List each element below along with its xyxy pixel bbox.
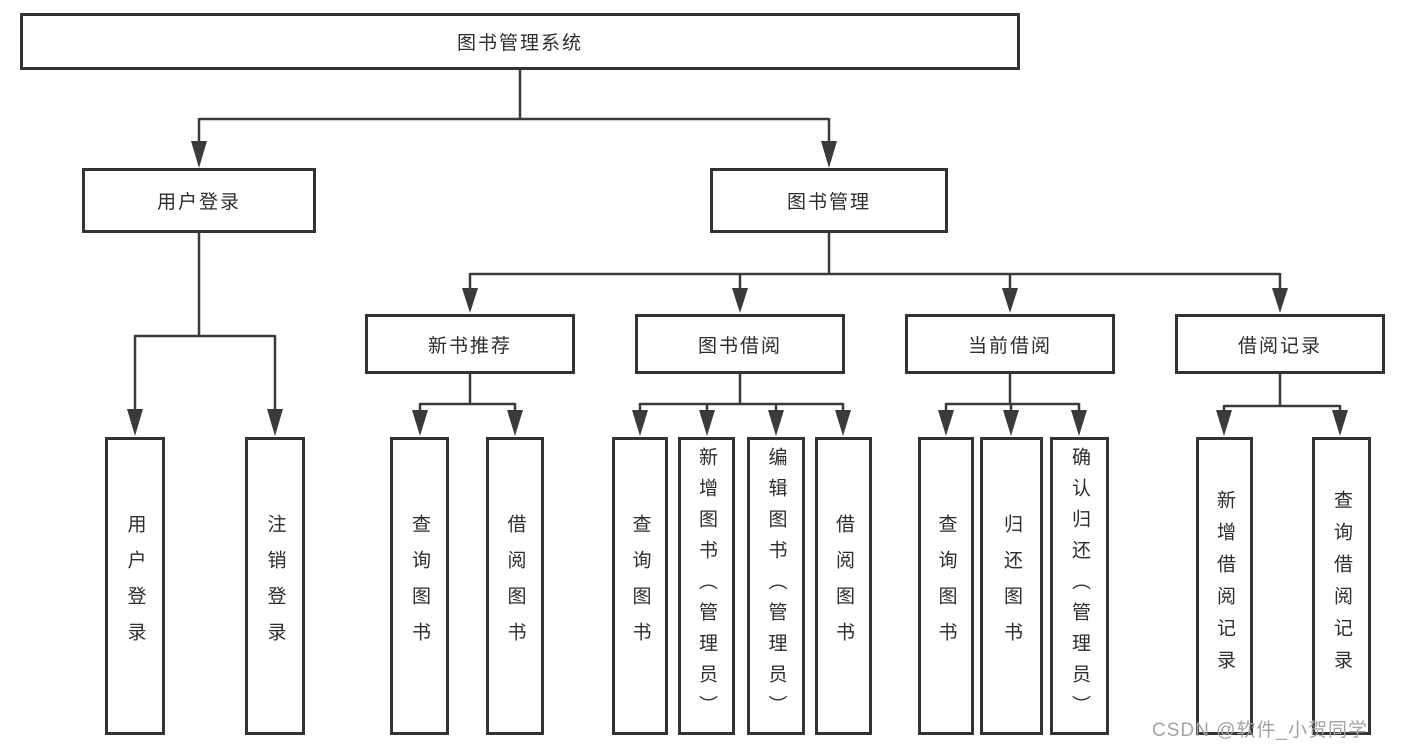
leaf-query-books-recommend-label: 查询图书 xyxy=(409,514,430,658)
leaf-edit-book-admin-label: 编辑图书（管理员） xyxy=(765,446,787,726)
leaf-borrow-books-recommend-label: 借阅图书 xyxy=(504,514,526,658)
leaf-query-books-borrow: 查询图书 xyxy=(612,437,668,735)
leaf-logout-label: 注销登录 xyxy=(264,514,286,658)
connector-new-book-recommend xyxy=(412,374,523,436)
leaf-confirm-return-admin: 确认归还（管理员） xyxy=(1050,437,1109,735)
leaf-add-borrow-record: 新增借阅记录 xyxy=(1196,437,1253,735)
leaf-logout: 注销登录 xyxy=(245,437,305,735)
connector-root xyxy=(191,70,837,168)
leaf-query-borrow-record: 查询借阅记录 xyxy=(1312,437,1371,735)
node-user-login-label: 用户登录 xyxy=(156,192,241,213)
node-borrow-records: 借阅记录 xyxy=(1175,314,1385,374)
node-current-borrow: 当前借阅 xyxy=(905,314,1115,374)
node-root: 图书管理系统 xyxy=(20,13,1020,70)
node-new-book-recommend-label: 新书推荐 xyxy=(427,335,512,357)
leaf-add-borrow-record-label: 新增借阅记录 xyxy=(1214,490,1235,682)
connector-book-management xyxy=(462,233,1288,313)
leaf-borrow-books: 借阅图书 xyxy=(815,437,872,735)
node-book-borrow: 图书借阅 xyxy=(635,314,845,374)
leaf-return-books-label: 归还图书 xyxy=(1001,514,1022,658)
leaf-add-book-admin-label: 新增图书（管理员） xyxy=(696,446,717,726)
leaf-query-borrow-record-label: 查询借阅记录 xyxy=(1331,490,1352,682)
node-root-label: 图书管理系统 xyxy=(456,33,583,54)
leaf-confirm-return-admin-label: 确认归还（管理员） xyxy=(1069,446,1090,726)
connector-user-login xyxy=(127,233,283,436)
leaf-borrow-books-recommend: 借阅图书 xyxy=(486,437,544,735)
node-book-management-label: 图书管理 xyxy=(786,192,871,213)
leaf-user-login: 用户登录 xyxy=(105,437,165,735)
node-book-management: 图书管理 xyxy=(710,168,948,233)
connector-borrow-records xyxy=(1216,374,1348,436)
leaf-query-books-borrow-label: 查询图书 xyxy=(629,514,651,658)
leaf-edit-book-admin: 编辑图书（管理员） xyxy=(747,437,805,735)
node-new-book-recommend: 新书推荐 xyxy=(365,314,575,374)
node-user-login: 用户登录 xyxy=(82,168,316,233)
node-current-borrow-label: 当前借阅 xyxy=(967,335,1052,357)
node-borrow-records-label: 借阅记录 xyxy=(1237,335,1322,357)
connector-book-borrow xyxy=(632,374,851,436)
leaf-return-books: 归还图书 xyxy=(980,437,1043,735)
leaf-user-login-label: 用户登录 xyxy=(124,514,146,658)
leaf-add-book-admin: 新增图书（管理员） xyxy=(678,437,735,735)
leaf-borrow-books-label: 借阅图书 xyxy=(833,514,854,658)
node-book-borrow-label: 图书借阅 xyxy=(697,335,782,357)
connector-current-borrow xyxy=(938,374,1087,436)
leaf-query-books-recommend: 查询图书 xyxy=(390,437,449,735)
leaf-query-books-current-label: 查询图书 xyxy=(935,514,957,658)
leaf-query-books-current: 查询图书 xyxy=(918,437,974,735)
csdn-watermark: CSDN @软件_小贺同学 xyxy=(1152,720,1368,741)
